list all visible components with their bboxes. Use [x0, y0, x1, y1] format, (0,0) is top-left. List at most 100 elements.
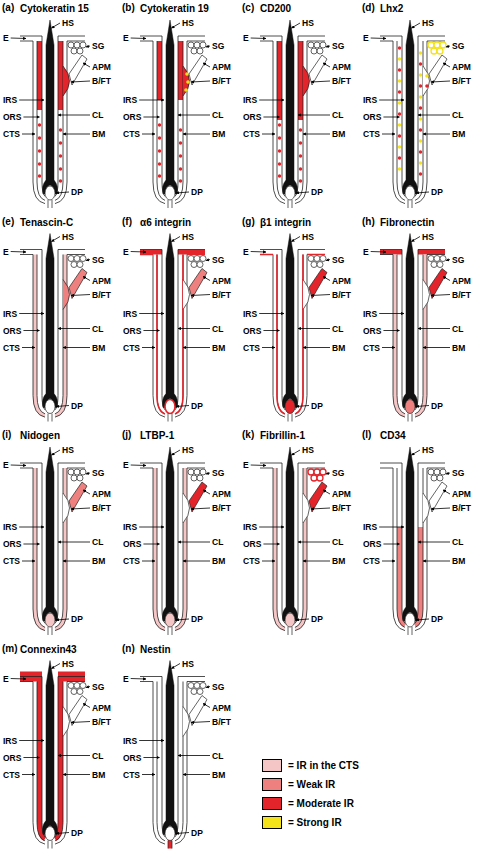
leader-line	[23, 757, 39, 758]
structure-label: CL	[92, 751, 103, 761]
gland-lobule	[74, 256, 80, 262]
leader-line	[191, 81, 210, 82]
leader-line	[446, 46, 450, 47]
ir-dot	[59, 141, 62, 144]
gland-lobule	[428, 469, 434, 475]
legend-row: = Strong IR	[262, 813, 359, 832]
gland-lobule	[191, 48, 197, 54]
ir-dot	[158, 123, 161, 126]
follicle-part	[58, 41, 63, 110]
follicle-part	[303, 280, 310, 310]
leader-line	[178, 755, 210, 756]
structure-label: CTS	[363, 129, 380, 139]
ir-dot	[59, 167, 62, 170]
follicle-part	[415, 255, 423, 414]
leader-line	[19, 100, 44, 101]
follicle-part	[40, 677, 46, 839]
leader-line	[71, 722, 90, 723]
structure-label: CL	[212, 110, 223, 120]
follicle-part	[33, 682, 45, 845]
leader-line	[63, 134, 90, 135]
structure-label: CL	[92, 110, 103, 120]
structure-label: ORS	[3, 326, 21, 336]
follicle-part	[37, 468, 45, 627]
ir-dot	[398, 134, 401, 137]
leader-line	[323, 63, 330, 67]
ir-dot	[398, 101, 401, 104]
leader-line	[52, 237, 61, 242]
gland-lobule	[317, 475, 323, 481]
ir-dot	[158, 162, 161, 165]
follicle-part	[415, 36, 418, 196]
gland-lobule	[188, 683, 194, 689]
structure-label: APM	[452, 489, 471, 499]
hair-follicle	[380, 20, 447, 208]
leader-line	[203, 63, 210, 67]
follicle-part	[153, 41, 165, 204]
structure-label: CTS	[243, 343, 260, 353]
gland-lobule	[74, 683, 80, 689]
follicle-part	[63, 707, 70, 737]
leader-line	[58, 115, 90, 116]
structure-label: APM	[452, 62, 471, 72]
leader-line	[143, 330, 159, 331]
structure-label: CTS	[123, 770, 140, 780]
ir-dot	[299, 128, 302, 131]
structure-label: E	[3, 247, 9, 257]
dermal-papilla	[165, 186, 175, 200]
follicle-part	[380, 468, 445, 469]
follicle-part	[402, 250, 405, 410]
structure-label: ORS	[243, 112, 261, 122]
ir-dot	[38, 162, 41, 165]
follicle-part	[295, 41, 303, 200]
follicle-part	[393, 255, 405, 418]
structure-label: SG	[332, 41, 344, 51]
leader-line	[412, 450, 421, 455]
follicle-part	[69, 55, 87, 85]
gland-lobule	[188, 256, 194, 262]
structure-label: CTS	[3, 770, 20, 780]
panel-title: LTBP-1	[140, 430, 174, 442]
follicle-part	[55, 255, 67, 418]
follicle-part	[157, 41, 165, 200]
panel-letter: (g)	[242, 216, 255, 228]
legend-text: = Strong IR	[288, 817, 342, 828]
gland-lobule	[194, 42, 200, 48]
follicle-part	[63, 493, 70, 523]
gland-lobule	[428, 256, 434, 262]
leader-line	[19, 740, 44, 741]
gland-lobule	[80, 42, 86, 48]
ir-dot	[419, 139, 422, 142]
ir-dot	[419, 84, 422, 87]
gland-lobule	[191, 689, 197, 695]
structure-label: DP	[71, 614, 83, 624]
leader-line	[176, 192, 189, 193]
leader-line	[418, 328, 450, 329]
ir-dot	[299, 167, 302, 170]
structure-label: IRS	[123, 736, 137, 746]
follicle-part	[140, 681, 205, 682]
structure-label: CTS	[123, 343, 140, 353]
follicle-part	[162, 234, 177, 408]
panel-letter: (i)	[2, 429, 11, 441]
follicle-part	[402, 447, 417, 621]
panel-title: Connexin43	[20, 644, 77, 656]
leader-line	[416, 619, 429, 620]
structure-label: CL	[92, 324, 103, 334]
ir-dot	[299, 179, 302, 182]
ir-dot	[419, 95, 422, 98]
ir-dot	[398, 57, 401, 60]
follicle-part	[295, 463, 298, 623]
leader-line	[56, 406, 69, 407]
follicle-part	[282, 20, 297, 194]
structure-label: SG	[92, 41, 104, 51]
follicle-part	[48, 414, 52, 422]
structure-label: APM	[92, 62, 111, 72]
follicle-part	[380, 254, 445, 255]
follicle-part	[380, 36, 445, 37]
structure-label: APM	[212, 489, 231, 499]
hair-follicle	[20, 447, 87, 635]
leader-line	[292, 237, 301, 242]
